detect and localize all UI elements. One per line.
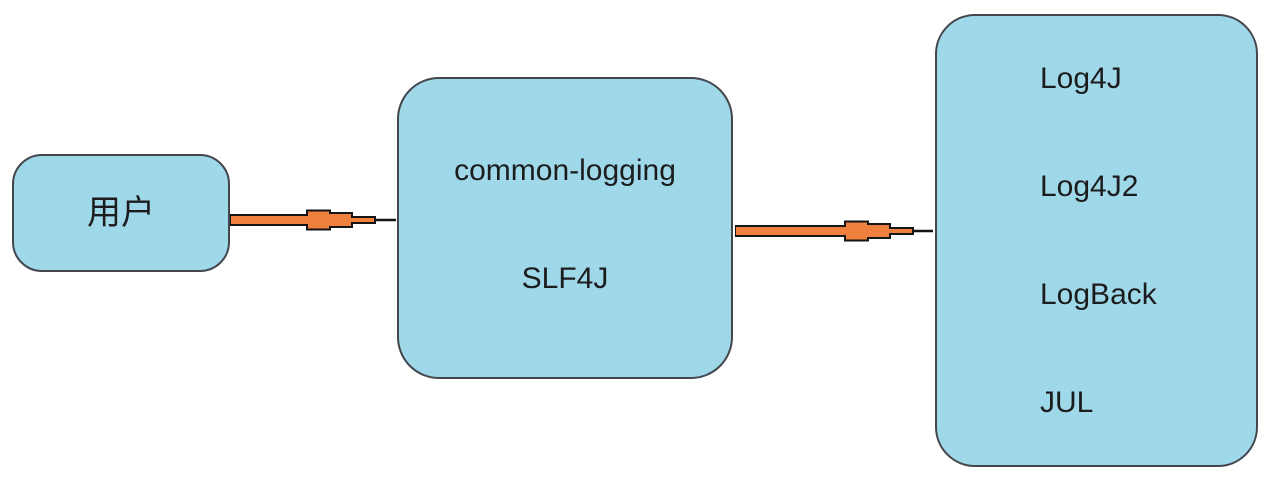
arrow-body-shape bbox=[735, 220, 914, 242]
node-user-label: 用户 bbox=[87, 194, 155, 232]
impl-label-jul: JUL bbox=[1040, 385, 1094, 419]
node-logging-facade: common-logging SLF4J bbox=[397, 77, 733, 379]
facade-label-slf4j: SLF4J bbox=[521, 262, 609, 295]
impl-label-logback: LogBack bbox=[1040, 277, 1157, 311]
node-logging-implementations: Log4J Log4J2 LogBack JUL bbox=[935, 14, 1258, 467]
arrow-facade-to-implementations bbox=[735, 220, 933, 242]
impl-label-log4j2: Log4J2 bbox=[1040, 169, 1139, 203]
facade-label-common-logging: common-logging bbox=[454, 154, 676, 187]
arrow-user-to-facade bbox=[230, 209, 396, 231]
arrow-body-shape bbox=[230, 209, 376, 231]
impl-label-log4j: Log4J bbox=[1040, 61, 1122, 95]
node-user: 用户 bbox=[12, 154, 230, 272]
